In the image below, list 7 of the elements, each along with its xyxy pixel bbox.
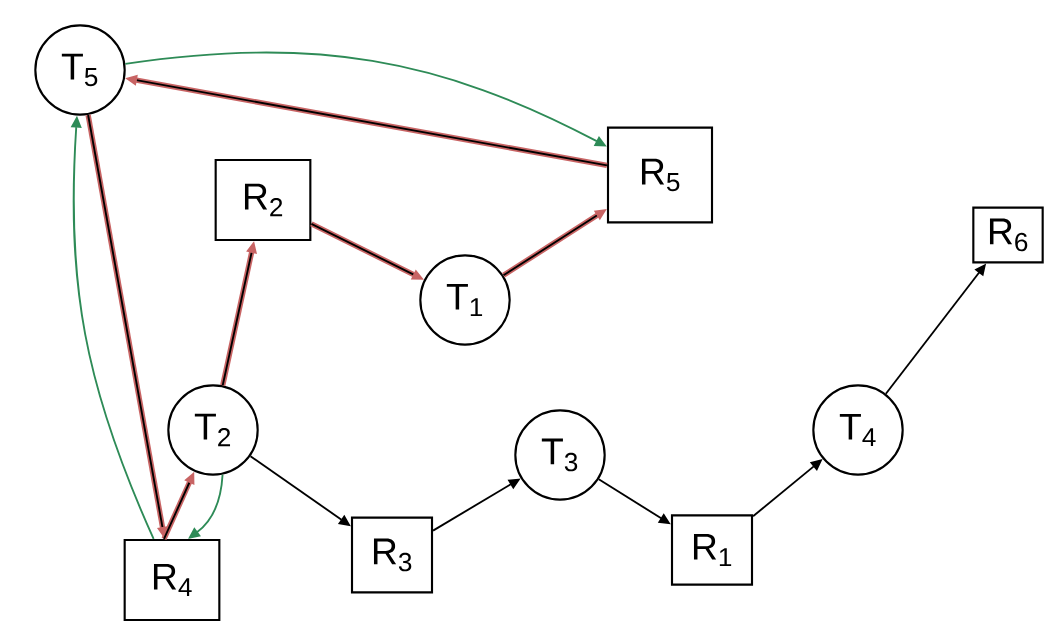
resource-box: R$_{2}$ <box>214 158 312 242</box>
arrow <box>188 473 224 539</box>
resource-box: R$_{4}$ <box>123 538 221 622</box>
resource-box: R$_{1}$ <box>670 514 754 586</box>
resource-box: R$_{6}$ <box>972 206 1044 264</box>
resource-box: R$_{3}$ <box>350 516 434 594</box>
resource-box: R$_{5}$ <box>606 126 714 224</box>
